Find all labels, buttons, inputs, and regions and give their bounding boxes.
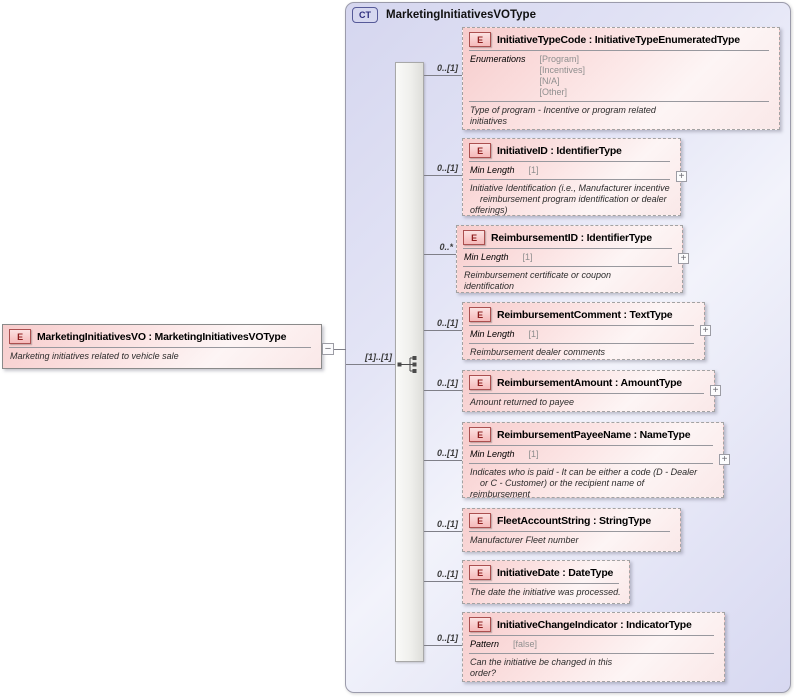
- element-name: FleetAccountString : StringType: [497, 514, 652, 527]
- element-reimbursement-payee-name[interactable]: E ReimbursementPayeeName : NameType Min …: [462, 422, 730, 500]
- cardinality-label: 0..[1]: [436, 633, 458, 643]
- element-initiative-date[interactable]: E InitiativeDate : DateType The date the…: [462, 560, 630, 604]
- connector-line: [424, 531, 462, 532]
- cardinality-label: 0..[1]: [436, 163, 458, 173]
- element-initiative-id[interactable]: E InitiativeID : IdentifierType Min Leng…: [462, 138, 687, 216]
- facet-value: [1]: [528, 329, 539, 339]
- element-annotation: Indicates who is paid - It can be either…: [470, 466, 698, 500]
- facet-value: [Other]: [539, 86, 568, 97]
- element-icon: E: [469, 375, 491, 390]
- facet-label: Min Length: [470, 449, 515, 459]
- element-icon: E: [469, 427, 491, 442]
- element-icon: E: [469, 143, 491, 158]
- connector-line: [424, 254, 456, 255]
- expand-icon[interactable]: +: [719, 454, 730, 465]
- element-icon: E: [469, 513, 491, 528]
- facet-label: Enumerations: [470, 54, 526, 64]
- element-name: ReimbursementPayeeName : NameType: [497, 428, 691, 441]
- element-annotation: The date the initiative was processed.: [470, 587, 621, 597]
- element-annotation: Reimbursement dealer comments: [470, 346, 606, 357]
- facet-label: Pattern: [470, 639, 500, 649]
- element-annotation: Marketing initiatives related to vehicle…: [10, 351, 179, 361]
- element-icon: E: [469, 617, 491, 632]
- element-annotation: Manufacturer Fleet number: [470, 535, 579, 545]
- facet-value: [1]: [528, 165, 539, 175]
- connector-line: [424, 645, 462, 646]
- cardinality-label: 0..[1]: [436, 569, 458, 579]
- connector-line: [424, 390, 462, 391]
- facet-value: [Incentives]: [539, 64, 586, 75]
- expand-icon[interactable]: +: [710, 385, 721, 396]
- expand-icon[interactable]: +: [678, 253, 689, 264]
- facet-label: Min Length: [470, 329, 515, 339]
- element-marketing-initiatives-vo[interactable]: E MarketingInitiativesVO : MarketingInit…: [2, 324, 322, 369]
- complex-type-header: CT MarketingInitiativesVOType: [352, 7, 536, 23]
- element-initiative-type-code[interactable]: E InitiativeTypeCode : InitiativeTypeEnu…: [462, 27, 780, 130]
- element-reimbursement-comment[interactable]: E ReimbursementComment : TextType Min Le…: [462, 302, 711, 360]
- element-icon: E: [9, 329, 31, 344]
- element-name: ReimbursementID : IdentifierType: [491, 231, 652, 244]
- element-name: InitiativeDate : DateType: [497, 566, 614, 579]
- cardinality-label: 0..[1]: [436, 519, 458, 529]
- facet-value: [Program]: [539, 54, 580, 64]
- element-name: InitiativeID : IdentifierType: [497, 144, 622, 157]
- element-reimbursement-id[interactable]: E ReimbursementID : IdentifierType Min L…: [456, 225, 689, 293]
- element-icon: E: [469, 307, 491, 322]
- facet-value: [1]: [528, 449, 539, 459]
- element-initiative-change-indicator[interactable]: E InitiativeChangeIndicator : IndicatorT…: [462, 612, 725, 682]
- element-fleet-account-string[interactable]: E FleetAccountString : StringType Manufa…: [462, 508, 681, 552]
- complex-type-icon: CT: [352, 7, 378, 23]
- cardinality-label: 0..[1]: [436, 63, 458, 73]
- element-annotation: Reimbursement certificate or coupon iden…: [464, 269, 612, 292]
- element-name: ReimbursementComment : TextType: [497, 308, 673, 321]
- facet-value: [false]: [513, 639, 538, 649]
- complex-type-title: MarketingInitiativesVOType: [386, 9, 536, 21]
- element-icon: E: [463, 230, 485, 245]
- connector-line: [334, 349, 346, 350]
- sequence-icon[interactable]: [397, 354, 423, 374]
- cardinality-label: 0..*: [439, 242, 453, 252]
- element-reimbursement-amount[interactable]: E ReimbursementAmount : AmountType Amoun…: [462, 370, 721, 412]
- facet-label: Min Length: [470, 165, 515, 175]
- facet-value: [1]: [522, 252, 533, 262]
- collapse-toggle-icon[interactable]: −: [322, 343, 334, 355]
- facet-label: Min Length: [464, 252, 509, 262]
- element-name: MarketingInitiativesVO : MarketingInitia…: [37, 330, 287, 343]
- connector-line: [424, 330, 462, 331]
- connector-line: [424, 175, 462, 176]
- element-annotation: Type of program - Incentive or program r…: [470, 104, 656, 127]
- element-annotation: Amount returned to payee: [470, 397, 575, 407]
- cardinality-label: 0..[1]: [436, 318, 458, 328]
- facet-values: [Program] [Incentives] [N/A] [Other]: [540, 54, 586, 98]
- connector-line: [424, 460, 462, 461]
- cardinality-label: 0..[1]: [436, 378, 458, 388]
- facet-value: [N/A]: [539, 75, 560, 86]
- cardinality-label: 0..[1]: [436, 448, 458, 458]
- expand-icon[interactable]: +: [700, 325, 711, 336]
- cardinality-label: [1]..[1]: [365, 352, 392, 362]
- element-name: InitiativeTypeCode : InitiativeTypeEnume…: [497, 33, 740, 46]
- connector-line: [424, 581, 462, 582]
- element-name: InitiativeChangeIndicator : IndicatorTyp…: [497, 618, 692, 631]
- connector-line: [424, 75, 462, 76]
- connector-line: [346, 364, 398, 365]
- element-annotation: Can the initiative be changed in this or…: [470, 656, 613, 679]
- expand-icon[interactable]: +: [676, 171, 687, 182]
- element-icon: E: [469, 32, 491, 47]
- element-annotation: Initiative Identification (i.e., Manufac…: [470, 182, 670, 216]
- element-icon: E: [469, 565, 491, 580]
- element-name: ReimbursementAmount : AmountType: [497, 376, 682, 389]
